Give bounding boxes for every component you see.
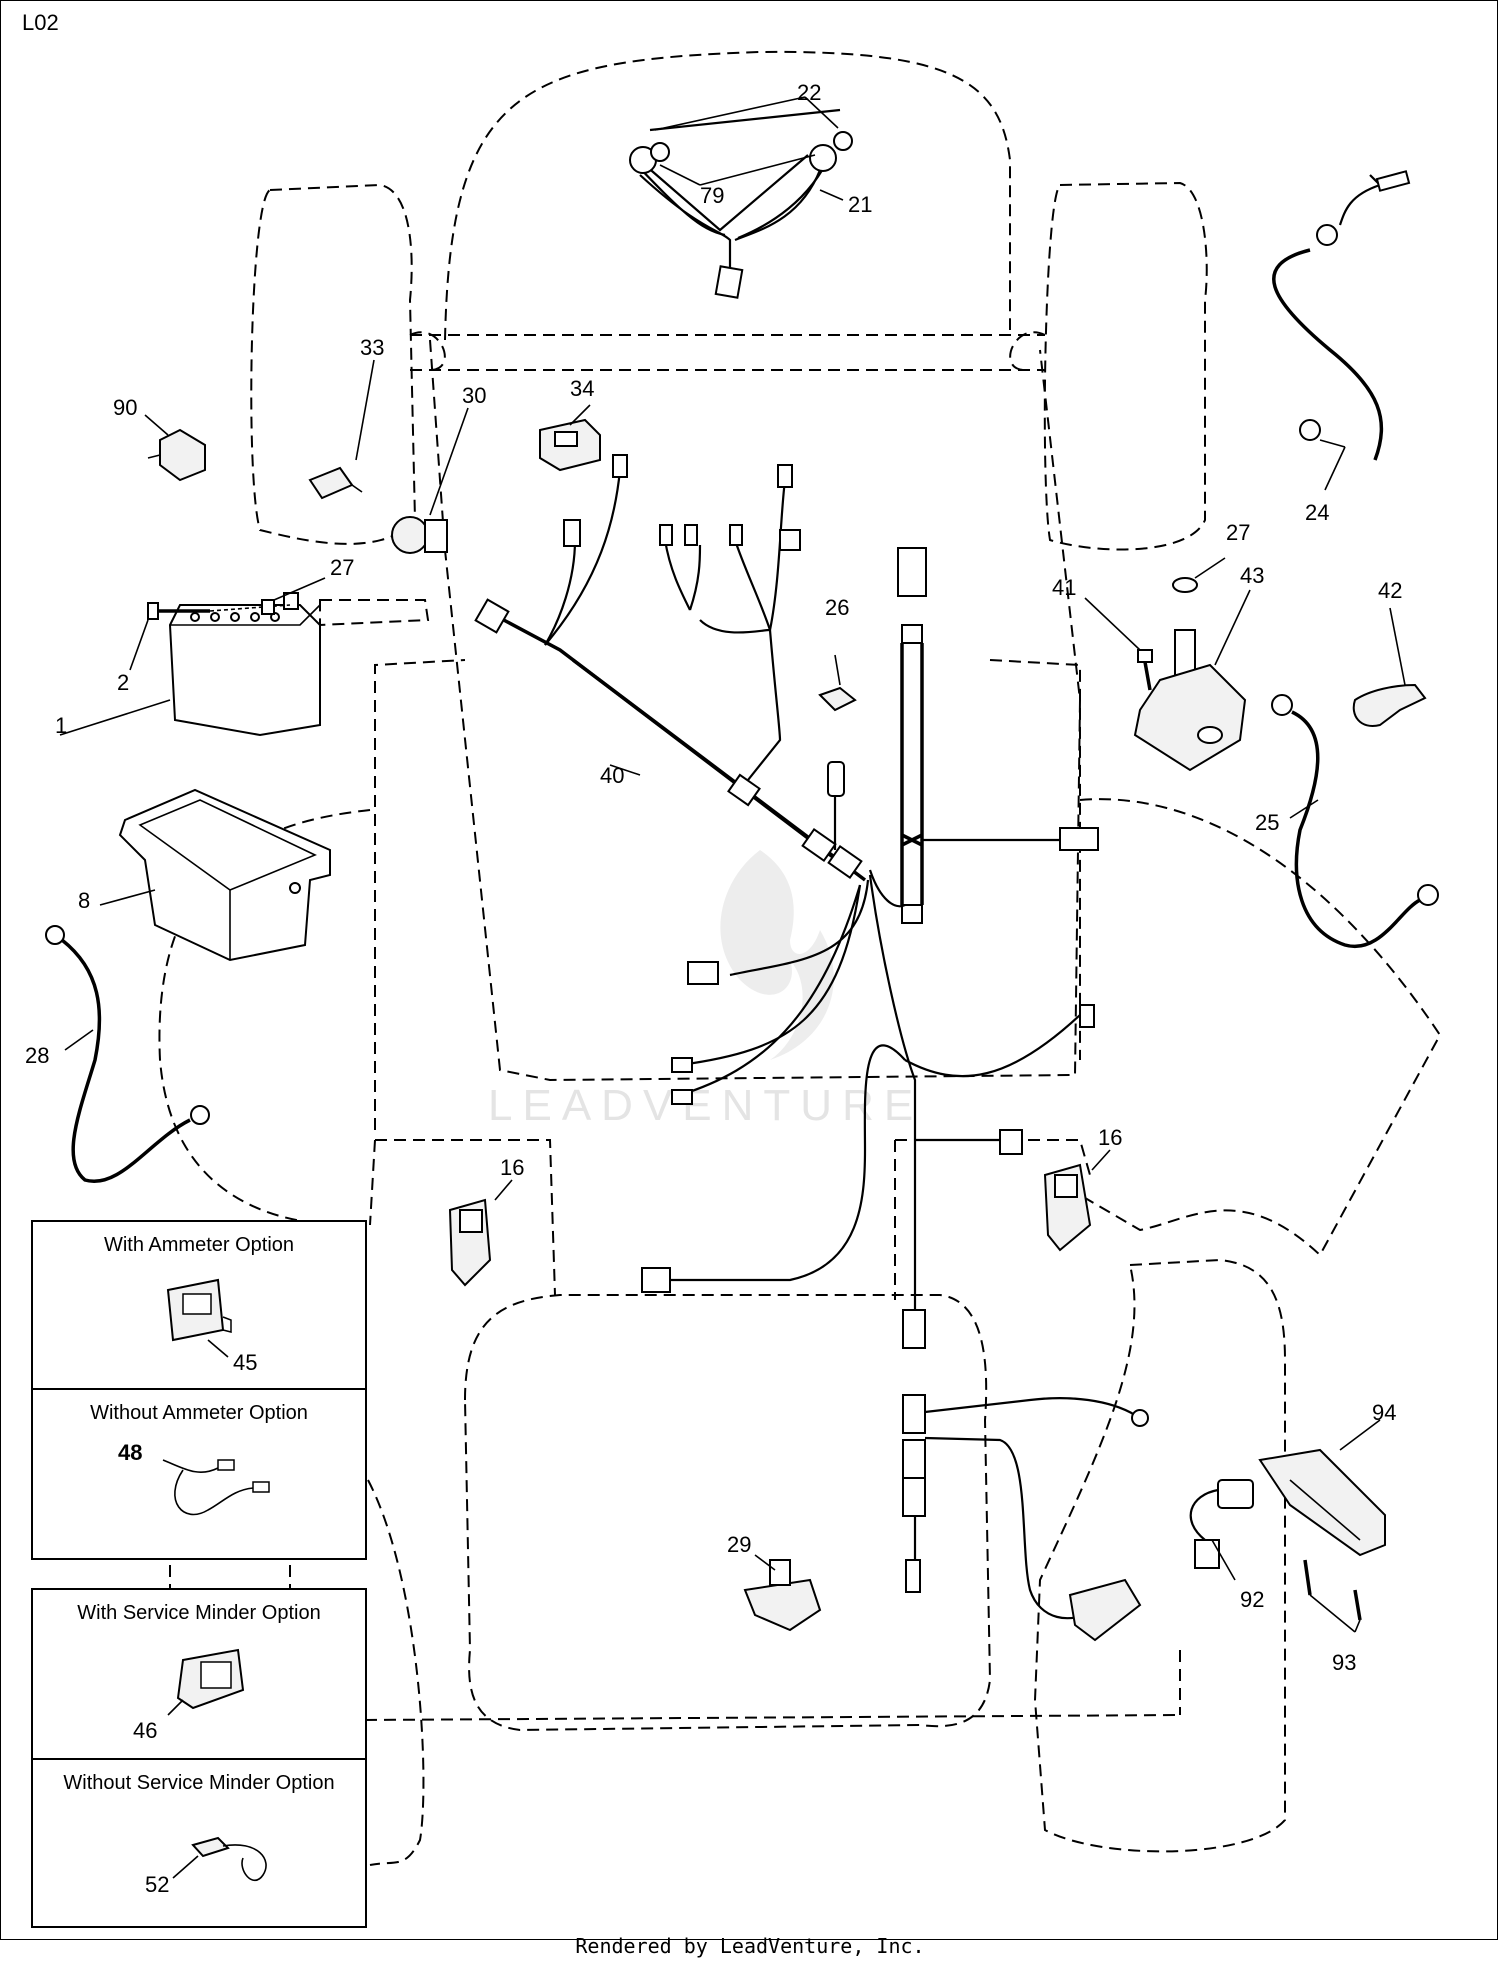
callout-26: 26 (825, 595, 849, 620)
callout-1: 1 (55, 713, 67, 738)
callout-90: 90 (113, 395, 137, 420)
callout-41: 41 (1052, 575, 1076, 600)
part-93-screws: 93 (1303, 1559, 1362, 1675)
harness-branch-vertical (641, 547, 1149, 1642)
with-service-minder-title: With Service Minder Option (77, 1602, 321, 1624)
part-1-battery: 1 (55, 592, 321, 738)
callout-48: 48 (118, 1440, 143, 1465)
ammeter-option-box: With Ammeter Option 45 Without Ammeter O… (31, 1220, 367, 1560)
part-8-battery-tray: 8 (78, 788, 331, 962)
callout-21: 21 (848, 192, 872, 217)
callout-92: 92 (1240, 1587, 1264, 1612)
callout-93: 93 (1332, 1650, 1356, 1675)
part-26-fuse: 26 (818, 595, 857, 712)
tractor-outline (158, 50, 1442, 1866)
part-2-bolt: 2 (117, 602, 210, 695)
jumper-plug-illustration (172, 1836, 267, 1882)
part-92-sensor: 92 (1189, 1479, 1264, 1612)
watermark-text: LEADVENTURE (488, 1081, 923, 1130)
callout-30: 30 (462, 383, 486, 408)
callout-94: 94 (1372, 1400, 1396, 1425)
with-ammeter-title: With Ammeter Option (103, 1234, 295, 1256)
part-40-main-harness: 40 (474, 454, 867, 882)
without-service-minder-title: Without Service Minder Option (63, 1772, 335, 1794)
render-credit-footer: Rendered by LeadVenture, Inc. (575, 1934, 925, 1958)
callout-25: 25 (1255, 810, 1279, 835)
callout-8: 8 (78, 888, 90, 913)
part-27-nut-battery: 27 (209, 555, 354, 615)
callout-34: 34 (570, 376, 594, 401)
with-ammeter-section: With Ammeter Option 45 (33, 1222, 365, 1390)
callout-24: 24 (1305, 500, 1329, 525)
without-service-minder-section: Without Service Minder Option 52 (33, 1760, 365, 1926)
part-43-solenoid: 43 (1133, 563, 1264, 772)
page-label: L02 (22, 10, 59, 35)
with-service-minder-section: With Service Minder Option 46 (33, 1590, 365, 1760)
headlight-connector (714, 265, 744, 299)
service-minder-option-box: With Service Minder Option 46 Without Se… (31, 1588, 367, 1928)
callout-29: 29 (727, 1532, 751, 1557)
callout-16-left: 16 (500, 1155, 524, 1180)
part-34-switch: 34 (539, 376, 601, 472)
without-ammeter-section: Without Ammeter Option 48 (33, 1390, 365, 1558)
callout-2: 2 (117, 670, 129, 695)
callout-46: 46 (133, 1718, 158, 1743)
callout-42: 42 (1378, 578, 1402, 603)
part-24-cable: 24 (1272, 170, 1411, 525)
headlight-socket-right (809, 144, 837, 172)
callout-16-right: 16 (1098, 1125, 1122, 1150)
part-16-switch-right: 16 (1043, 1125, 1122, 1252)
callout-45: 45 (233, 1350, 258, 1375)
jumper-wire-illustration (162, 1459, 270, 1516)
part-94-module: 94 (1258, 1400, 1396, 1557)
part-90-plug: 90 (113, 395, 206, 482)
part-25-cable: 25 (1255, 694, 1439, 949)
part-42-boot: 42 (1352, 578, 1427, 727)
part-41-bolt: 41 (1052, 575, 1153, 691)
headlight-harness: 22 79 21 (629, 80, 872, 299)
callout-79: 79 (700, 183, 724, 208)
callout-52: 52 (145, 1872, 170, 1897)
part-27-nut-solenoid: 27 (1172, 520, 1250, 593)
service-minder-illustration (167, 1648, 245, 1716)
part-29-switch: 29 (727, 1532, 822, 1632)
part-30-ignition-switch: 30 (391, 383, 486, 554)
callout-28: 28 (25, 1043, 49, 1068)
without-ammeter-title: Without Ammeter Option (90, 1402, 308, 1424)
callout-27-solenoid: 27 (1226, 520, 1250, 545)
part-16-switch-left: 16 (448, 1155, 524, 1287)
part-28-cable: 28 (25, 925, 210, 1184)
callout-43: 43 (1240, 563, 1264, 588)
callout-40: 40 (600, 763, 624, 788)
callout-33: 33 (360, 335, 384, 360)
ammeter-illustration (166, 1278, 232, 1358)
callout-22: 22 (797, 80, 821, 105)
callout-27-battery: 27 (330, 555, 354, 580)
part-33-key: 33 (308, 335, 384, 500)
